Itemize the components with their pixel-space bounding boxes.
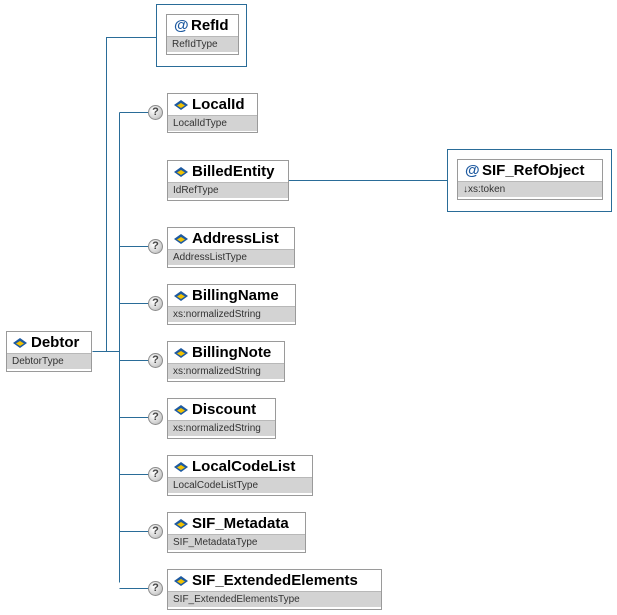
optional-marker-icon: ? <box>148 581 163 596</box>
element-type: IdRefType <box>168 182 288 198</box>
connector-root-attribute <box>92 37 156 352</box>
element-name: Discount <box>192 401 257 418</box>
element-type: LocalIdType <box>168 115 257 131</box>
optional-marker-icon: ? <box>148 105 163 120</box>
element-name: BillingNote <box>192 344 272 361</box>
element-name: SIF_Metadata <box>192 515 289 532</box>
element-type: xs:normalizedString <box>168 306 295 322</box>
element-icon <box>13 338 27 348</box>
element-type: xs:normalizedString <box>168 363 284 379</box>
child-element-localcodelist[interactable]: LocalCodeList LocalCodeListType <box>167 455 313 496</box>
element-type: LocalCodeListType <box>168 477 312 493</box>
element-name: SIF_ExtendedElements <box>192 572 358 589</box>
child-element-discount[interactable]: Discount xs:normalizedString <box>167 398 276 439</box>
attribute-type: RefIdType <box>167 36 238 52</box>
attribute-group-refid: @ RefId RefIdType <box>156 4 247 67</box>
child-element-billingnote[interactable]: BillingNote xs:normalizedString <box>167 341 285 382</box>
attribute-name: RefId <box>191 17 229 34</box>
element-name: LocalId <box>192 96 245 113</box>
element-type: SIF_ExtendedElementsType <box>168 591 381 607</box>
element-icon <box>174 291 188 301</box>
attribute-name: SIF_RefObject <box>482 162 585 179</box>
attribute-refid[interactable]: @ RefId RefIdType <box>166 14 239 55</box>
element-icon <box>174 405 188 415</box>
element-name: LocalCodeList <box>192 458 296 475</box>
optional-marker-icon: ? <box>148 410 163 425</box>
attribute-icon: @ <box>465 162 480 179</box>
element-icon <box>174 519 188 529</box>
root-element-debtor[interactable]: Debtor DebtorType <box>6 331 92 372</box>
element-type: AddressListType <box>168 249 294 265</box>
attribute-sif-refobject[interactable]: @ SIF_RefObject ↓xs:token <box>457 159 603 200</box>
child-element-addresslist[interactable]: AddressList AddressListType <box>167 227 295 268</box>
element-icon <box>174 100 188 110</box>
element-name: Debtor <box>31 334 80 351</box>
element-icon <box>174 348 188 358</box>
child-element-sif-extendedelements[interactable]: SIF_ExtendedElements SIF_ExtendedElement… <box>167 569 382 610</box>
element-icon <box>174 234 188 244</box>
element-name: AddressList <box>192 230 279 247</box>
child-element-localid[interactable]: LocalId LocalIdType <box>167 93 258 133</box>
element-type: DebtorType <box>7 353 91 369</box>
element-name: BilledEntity <box>192 163 275 180</box>
attribute-type: ↓xs:token <box>458 181 602 197</box>
optional-marker-icon: ? <box>148 353 163 368</box>
element-icon <box>174 167 188 177</box>
child-element-billedentity[interactable]: BilledEntity IdRefType <box>167 160 289 201</box>
optional-marker-icon: ? <box>148 467 163 482</box>
attribute-group-sif-refobject: @ SIF_RefObject ↓xs:token <box>447 149 612 212</box>
optional-marker-icon: ? <box>148 524 163 539</box>
optional-marker-icon: ? <box>148 239 163 254</box>
child-element-billingname[interactable]: BillingName xs:normalizedString <box>167 284 296 325</box>
element-name: BillingName <box>192 287 279 304</box>
optional-marker-icon: ? <box>148 296 163 311</box>
child-element-sif-metadata[interactable]: SIF_Metadata SIF_MetadataType <box>167 512 306 553</box>
element-type: xs:normalizedString <box>168 420 275 436</box>
element-icon <box>174 462 188 472</box>
attribute-icon: @ <box>174 17 189 34</box>
element-type: SIF_MetadataType <box>168 534 305 550</box>
element-icon <box>174 576 188 586</box>
